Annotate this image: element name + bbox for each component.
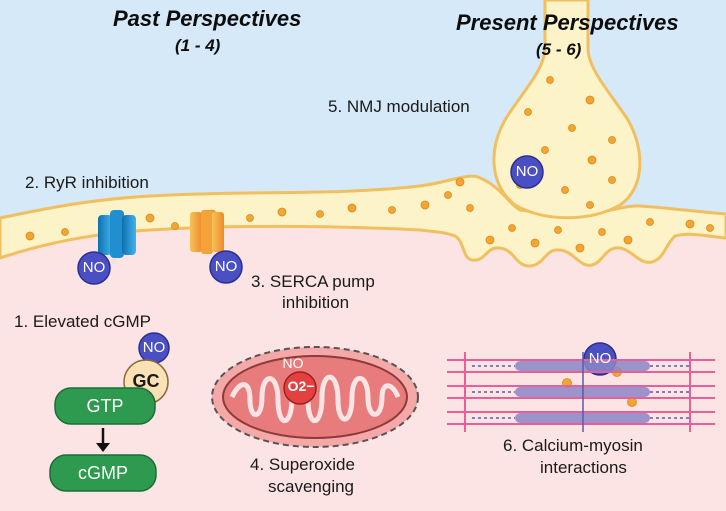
gtp-box	[54, 387, 156, 425]
label-superoxide-line2: scavenging	[268, 477, 355, 496]
cgmp-box	[49, 454, 157, 492]
mitochondrion	[211, 346, 419, 448]
sarcomeres	[447, 352, 715, 432]
superoxide-label: O2−	[287, 378, 315, 394]
cgmp-label: cGMP	[77, 463, 128, 483]
present-perspectives-range: (5 - 6)	[536, 40, 582, 59]
ryr-channel	[98, 210, 136, 258]
label-superoxide-line1: 4. Superoxide	[250, 455, 355, 474]
arrow-head	[96, 443, 110, 452]
gc-label: GC	[132, 371, 160, 391]
label-serca-line1: 3. SERCA pump	[251, 272, 375, 291]
no-label-nmj: NO	[515, 163, 539, 180]
no-label-gc: NO	[142, 339, 166, 356]
serca-pump	[190, 210, 224, 254]
label-ryr-inhibition: 2. RyR inhibition	[25, 173, 149, 192]
past-perspectives-range: (1 - 4)	[175, 36, 221, 55]
gtp-label: GTP	[86, 396, 124, 416]
no-label-serca: NO	[214, 258, 238, 275]
label-elevated-cgmp: 1. Elevated cGMP	[14, 312, 152, 331]
no-label-sarcomere: NO	[588, 350, 612, 367]
superoxide-molecule	[283, 371, 317, 405]
label-nmj-modulation: 5. NMJ modulation	[328, 97, 470, 116]
no-label-ryr: NO	[82, 259, 106, 276]
sarcolemma-membrane	[0, 174, 726, 268]
label-calcium-line2: interactions	[540, 458, 627, 477]
past-perspectives-title: Past Perspectives	[113, 6, 302, 31]
no-label-mito: NO	[282, 355, 304, 371]
label-calcium-line1: 6. Calcium-myosin	[503, 436, 643, 455]
present-perspectives-title: Present Perspectives	[456, 10, 679, 35]
label-serca-line2: inhibition	[282, 293, 350, 312]
